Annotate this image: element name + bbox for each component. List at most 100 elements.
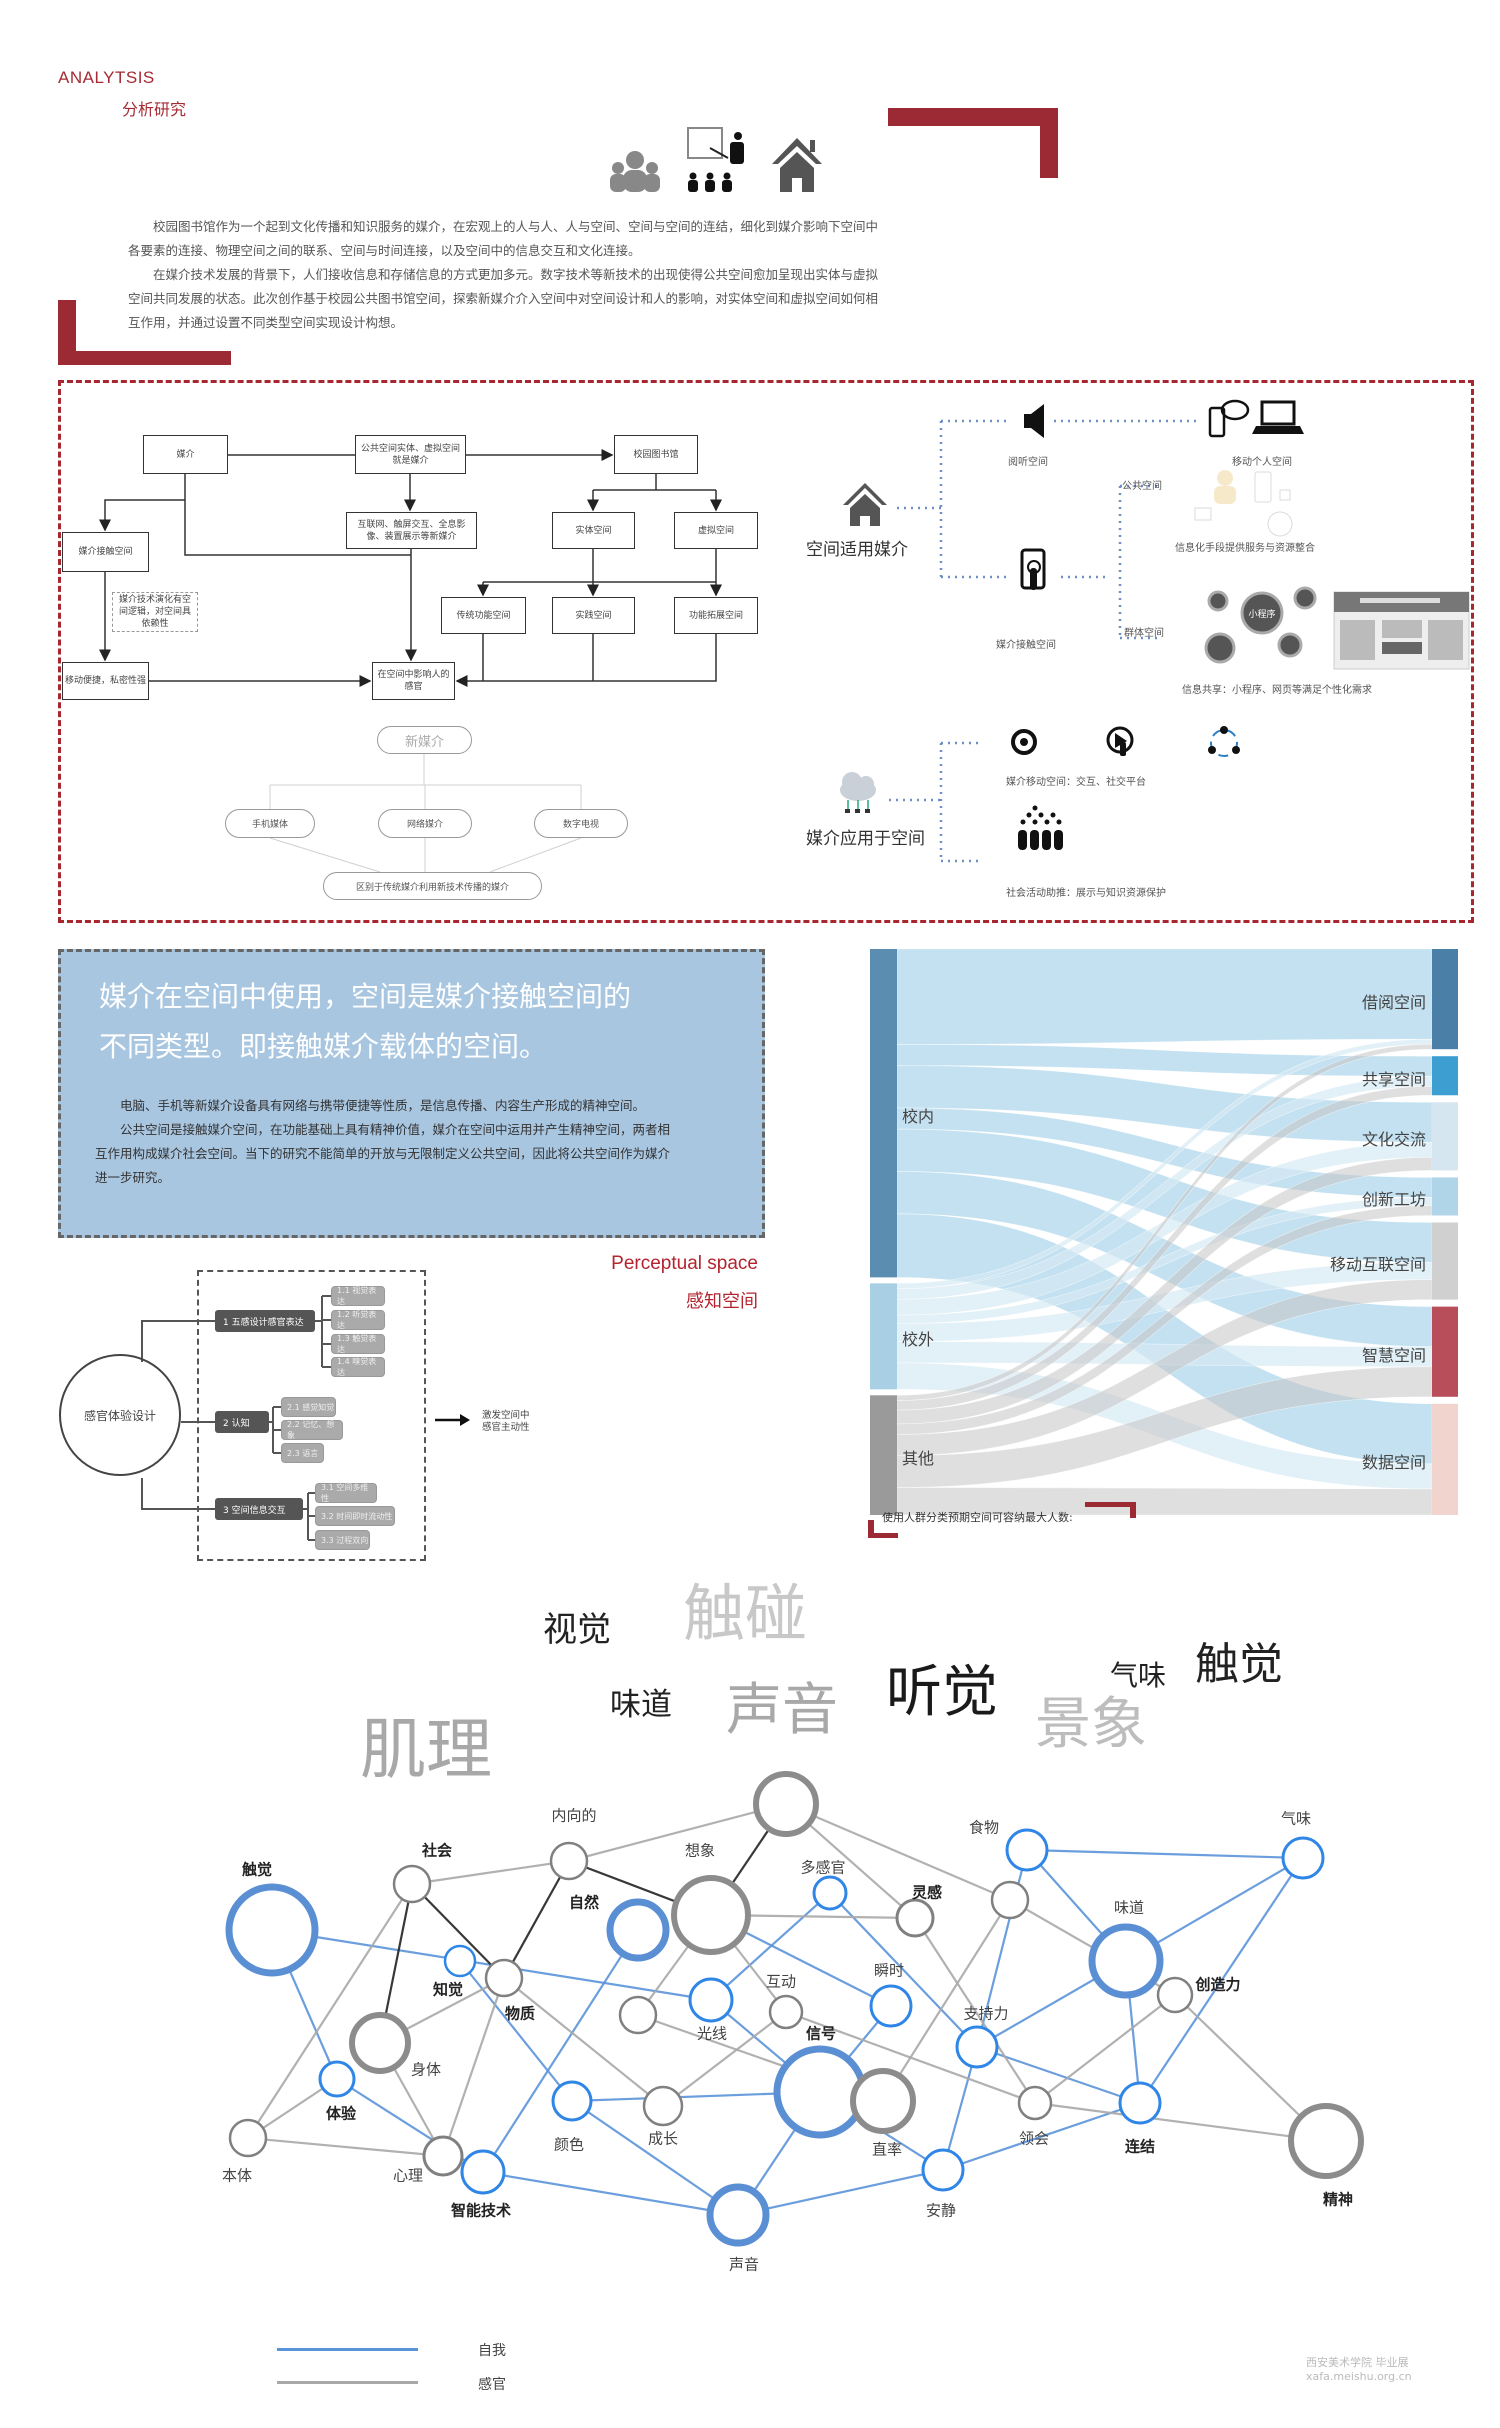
corner-bracket-bottom-h (58, 351, 231, 365)
network-edge-self (710, 1892, 831, 2001)
network-media-pill: 网络媒介 (378, 809, 472, 838)
chat-phone-icon (1208, 399, 1250, 438)
network-node-label: 支持力 (963, 2004, 1009, 2023)
concept-network (225, 1771, 1364, 2247)
mindmap-leaf: 2.3 语言 (281, 1443, 324, 1463)
media-space-summary: 媒介在空间中使用，空间是媒介接触空间的 不同类型。即接触媒介载体的空间。 电脑、… (58, 949, 765, 1238)
mini-program-bubbles-icon (1204, 586, 1317, 664)
network-node (1288, 2103, 1364, 2179)
sankey-source-node (870, 1283, 897, 1390)
network-edge-sense (441, 1977, 506, 2157)
listening-space-label: 阅听空间 (1008, 457, 1048, 468)
network-node-label: 光线 (696, 2024, 728, 2043)
social-label: 社会活动助推：展示与知识资源保护 (1006, 888, 1166, 899)
corner-bracket-top (888, 108, 1058, 126)
network-node-label: 自然 (568, 1893, 600, 1912)
network-node-label: 灵感 (911, 1883, 943, 1902)
network-node-label: 精神 (1322, 2190, 1354, 2209)
mindmap-leaf: 3.3 过程双向 (315, 1530, 370, 1550)
sankey-link (896, 1157, 1433, 1425)
network-node-label: 颜色 (553, 2135, 585, 2154)
network-edge-self (829, 1892, 978, 2048)
network-edge-sense (662, 2011, 787, 2107)
network-edge-sense (882, 1899, 1011, 2102)
network-node-label: 成长 (647, 2129, 679, 2148)
flow-node-influence: 在空间中影响人的感官 (372, 662, 455, 700)
flow-node-media: 媒介 (143, 435, 228, 474)
mindmap-leaf: 1.2 听觉表达 (331, 1310, 385, 1330)
caption-bracket (1130, 1502, 1136, 1518)
cloud-network-icon (840, 772, 876, 813)
caption-bracket (868, 1533, 898, 1538)
network-node (422, 2135, 464, 2177)
mindmap-root: 感官体验设计 (59, 1354, 181, 1476)
network-edge-self (976, 2045, 1141, 2105)
mindmap-leaf: 3.2 时间即时流动性 (315, 1506, 395, 1526)
watermark-title: 西安美术学院 毕业展 (1306, 2356, 1409, 2369)
word-cloud-term: 视觉 (543, 1610, 611, 1650)
network-node (1005, 1828, 1049, 1872)
network-node (443, 1944, 477, 1978)
contact-space-label: 媒介接触空间 (996, 640, 1056, 651)
network-edge-sense (568, 1802, 787, 1863)
network-node-label: 互动 (765, 1972, 797, 1991)
intro-paragraph: 在媒介技术发展的背景下，人们接收信息和存储信息的方式更加多元。数字技术等新技术的… (128, 267, 879, 330)
sankey-source-node (870, 1395, 897, 1515)
flow-node-library: 校园图书馆 (614, 435, 698, 474)
media-analysis-panel (58, 380, 1474, 923)
mobile-personal-label: 移动个人空间 (1232, 457, 1292, 468)
sankey-target-node (1432, 1306, 1458, 1397)
house-icon (772, 138, 822, 192)
touch-play-icon (1106, 726, 1134, 756)
network-node (225, 1883, 319, 1977)
network-edge-sense (247, 2136, 444, 2158)
legend-label-sense: 感官 (478, 2377, 506, 2393)
network-edge-sense (503, 1977, 664, 2107)
network-node-label: 内向的 (551, 1806, 597, 1825)
network-edge-sense (1034, 2101, 1327, 2143)
sankey-target-label: 智慧空间 (1361, 1345, 1426, 1365)
network-node-label: 创造力 (1195, 1975, 1241, 1994)
network-edge-sense (411, 1883, 505, 1979)
sankey-chart (870, 948, 1458, 1516)
mindmap-result-line: 感官主动性 (482, 1422, 530, 1433)
sankey-target-node (1432, 1222, 1458, 1300)
touch-phone-icon (1020, 548, 1046, 590)
network-node (768, 1994, 804, 2030)
flow-node-public-space: 公共空间实体、虚拟空间就是媒介 (355, 435, 466, 474)
word-cloud-term: 听觉 (886, 1660, 998, 1725)
network-node (318, 2060, 356, 2098)
mobile-media-label: 媒介移动空间：交互、社交平台 (1006, 777, 1146, 788)
network-edge-self (1139, 1857, 1304, 2104)
flow-note: 媒介技术演化有空间逻辑，对空间具依赖性 (112, 592, 198, 632)
new-media-pill: 新媒介 (377, 726, 472, 754)
teacher-board-icon (687, 127, 744, 192)
arrow-right-icon (435, 1414, 470, 1426)
network-edge-self (942, 2101, 1141, 2172)
network-node-label: 触觉 (241, 1860, 273, 1879)
sankey-target-label: 文化交流 (1361, 1130, 1426, 1150)
network-node-label: 直率 (871, 2140, 903, 2159)
network-node-label: 社会 (421, 1841, 453, 1860)
network-node (990, 1880, 1030, 1920)
phone-media-pill: 手机媒体 (225, 809, 315, 838)
sankey-link (896, 1205, 1433, 1435)
sankey-target-label: 数据空间 (1361, 1453, 1426, 1473)
network-edge-self (737, 2168, 944, 2217)
network-node (228, 2118, 268, 2158)
network-edge-self (571, 2100, 739, 2216)
speaker-disk-icon (1011, 729, 1037, 755)
intro-text: 校园图书馆作为一个起到文化传播和知识服务的媒介，在宏观上的人与人、人与空间、空间… (128, 215, 880, 335)
network-node (753, 1771, 819, 1837)
mindmap-frame (197, 1270, 426, 1561)
network-node (955, 2025, 999, 2069)
network-node (618, 1995, 658, 2035)
sankey-caption: 使用人群分类预期空间可容纳最大人数: (882, 1511, 1073, 1524)
network-node (671, 1875, 751, 1955)
sankey-target-node (1432, 949, 1458, 1050)
word-cloud-term: 景象 (1035, 1692, 1147, 1757)
network-node (688, 1977, 734, 2023)
word-cloud-term: 气味 (1110, 1659, 1167, 1692)
network-node (850, 2068, 916, 2134)
sankey-link (896, 1085, 1433, 1411)
